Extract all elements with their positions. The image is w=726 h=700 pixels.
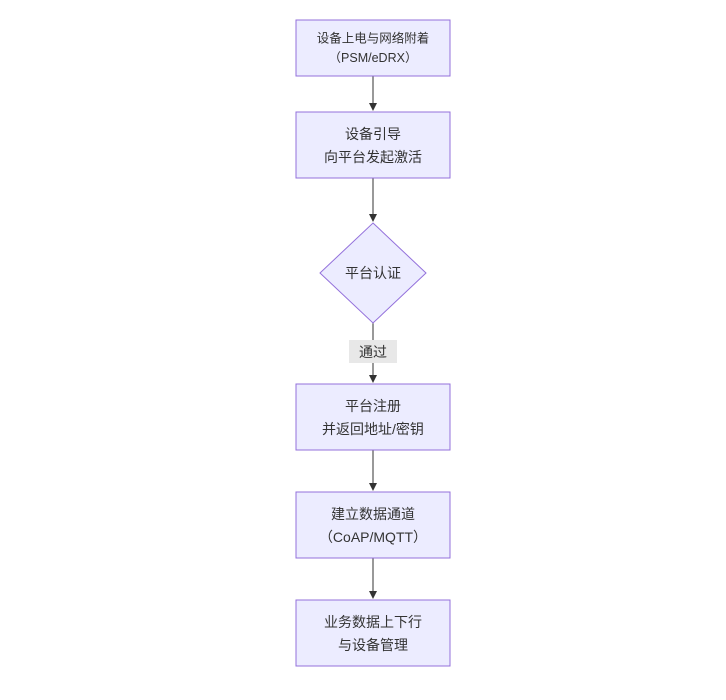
node-data-channel-line1: 建立数据通道 [331,506,415,522]
node-platform-auth-diamond [319,222,427,324]
node-power-attach-box [295,19,451,77]
node-data-channel-box [295,491,451,559]
node-power-attach: 设备上电与网络附着 （PSM/eDRX） [295,19,451,77]
node-bootstrap-box [295,111,451,179]
edge-auth-to-register: 通过 [349,323,397,383]
node-business-data-box [295,599,451,667]
node-platform-auth: 平台认证 [319,222,427,324]
node-platform-register-line2: 并返回地址/密钥 [322,421,424,437]
node-bootstrap-line2: 向平台发起激活 [324,149,422,165]
edge-label-background [349,340,397,363]
node-business-data-line2: 与设备管理 [338,637,408,653]
node-bootstrap: 设备引导 向平台发起激活 [295,111,451,179]
node-data-channel-line2: （CoAP/MQTT） [319,529,427,545]
node-platform-register: 平台注册 并返回地址/密钥 [295,383,451,451]
edge-label-pass: 通过 [359,344,387,360]
node-business-data-line1: 业务数据上下行 [324,614,422,630]
node-data-channel: 建立数据通道 （CoAP/MQTT） [295,491,451,559]
node-power-attach-line1: 设备上电与网络附着 [317,31,430,46]
node-platform-register-box [295,383,451,451]
node-platform-auth-label: 平台认证 [345,265,401,281]
node-business-data: 业务数据上下行 与设备管理 [295,599,451,667]
node-power-attach-line2: （PSM/eDRX） [329,51,418,65]
node-bootstrap-line1: 设备引导 [345,126,401,142]
node-platform-register-line1: 平台注册 [345,398,401,414]
